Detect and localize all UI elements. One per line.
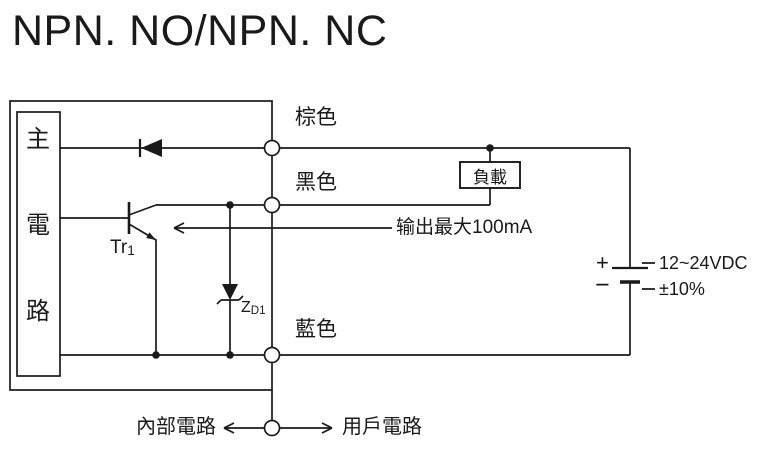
sensor-outline-box bbox=[9, 100, 273, 391]
battery-plus-sign: + bbox=[596, 250, 609, 275]
load-box bbox=[459, 161, 521, 189]
zener-label: ZD1 bbox=[241, 299, 266, 318]
transistor-collector bbox=[128, 204, 157, 216]
voltage-label: 12~24VDC bbox=[659, 253, 748, 273]
output-annotation-arrow bbox=[173, 222, 392, 234]
zener-name: Z bbox=[241, 299, 251, 316]
terminal-blue bbox=[263, 346, 281, 364]
battery-minus-sign: − bbox=[595, 271, 610, 299]
user-circuit-label: 用戶電路 bbox=[342, 416, 422, 438]
terminal-black bbox=[263, 196, 281, 214]
main-circuit-label: 主電路 bbox=[26, 126, 50, 325]
main-circuit-box bbox=[16, 111, 61, 377]
zener-triangle bbox=[222, 284, 238, 300]
diagram-title: NPN. NO/NPN. NC bbox=[12, 7, 388, 55]
load-label: 負載 bbox=[473, 167, 507, 187]
junction-dot-zener-top bbox=[226, 201, 234, 209]
internal-circuit-arrow bbox=[223, 422, 264, 434]
user-circuit-arrow bbox=[280, 422, 333, 434]
transistor-label: Tr1 bbox=[110, 237, 135, 259]
junction-dot-load bbox=[486, 144, 494, 152]
transistor-subscript: 1 bbox=[127, 243, 135, 259]
junction-dot-emitter bbox=[152, 351, 160, 359]
brown-wire-label: 棕色 bbox=[295, 106, 337, 129]
diode-symbol bbox=[141, 139, 162, 157]
tolerance-label: ±10% bbox=[659, 279, 705, 299]
blue-wire-label: 藍色 bbox=[295, 318, 337, 341]
black-wire-label: 黑色 bbox=[295, 171, 337, 194]
output-note: 输出最大100mA bbox=[396, 217, 533, 238]
junction-dot-zener-bottom bbox=[226, 351, 234, 359]
battery-label-ticks bbox=[642, 262, 655, 290]
transistor-name: Tr bbox=[110, 237, 128, 258]
zener-subscript: D1 bbox=[250, 305, 266, 318]
terminal-brown bbox=[263, 139, 281, 157]
emitter-arrowhead bbox=[146, 232, 156, 240]
terminal-bottom bbox=[263, 419, 281, 437]
internal-circuit-label: 內部電路 bbox=[136, 416, 216, 438]
